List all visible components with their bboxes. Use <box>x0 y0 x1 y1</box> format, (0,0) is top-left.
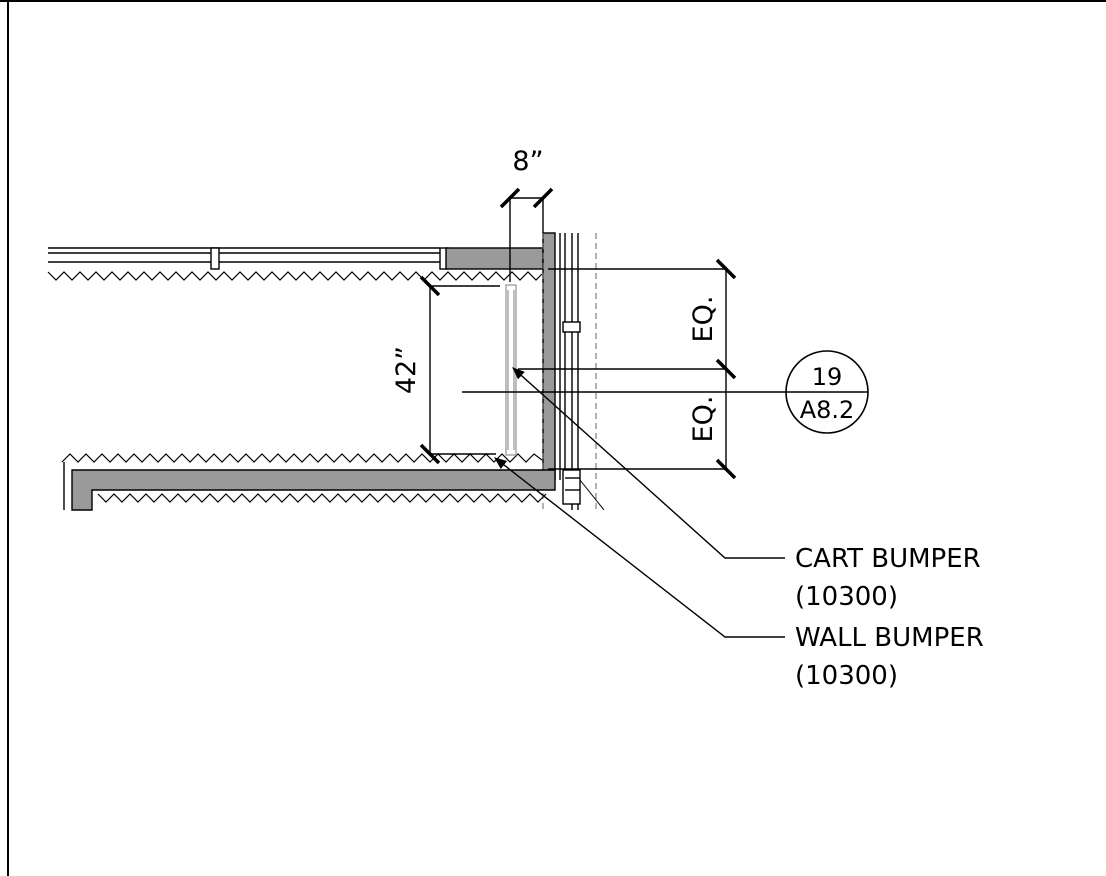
detail-tag-number: 19 <box>812 363 843 391</box>
width-dimension-label: 8” <box>512 146 543 177</box>
upper-wall-hatch <box>47 271 543 281</box>
cart-bumper-leader <box>512 367 785 559</box>
detail-tag-sheet: A8.2 <box>800 396 855 424</box>
cart-bumper-spec: (10300) <box>795 582 898 612</box>
upper-wall <box>47 247 544 281</box>
wall-bumper-label: WALL BUMPER <box>795 623 984 653</box>
height-dimension-label: 42” <box>391 346 422 394</box>
wall-bumper-spec: (10300) <box>795 661 898 691</box>
width-dimension <box>499 187 554 282</box>
lower-wall <box>61 453 556 511</box>
eq-lower-label: EQ. <box>688 396 719 443</box>
height-dimension <box>419 275 500 465</box>
wall-bumper-leader <box>494 457 785 638</box>
eq-dimensions <box>518 258 737 480</box>
callout-leaders <box>494 367 785 638</box>
detail-tag: 19 A8.2 <box>785 350 869 434</box>
cart-bumper-label: CART BUMPER <box>795 544 981 574</box>
eq-upper-label: EQ. <box>688 296 719 343</box>
vertical-wall <box>542 232 605 511</box>
